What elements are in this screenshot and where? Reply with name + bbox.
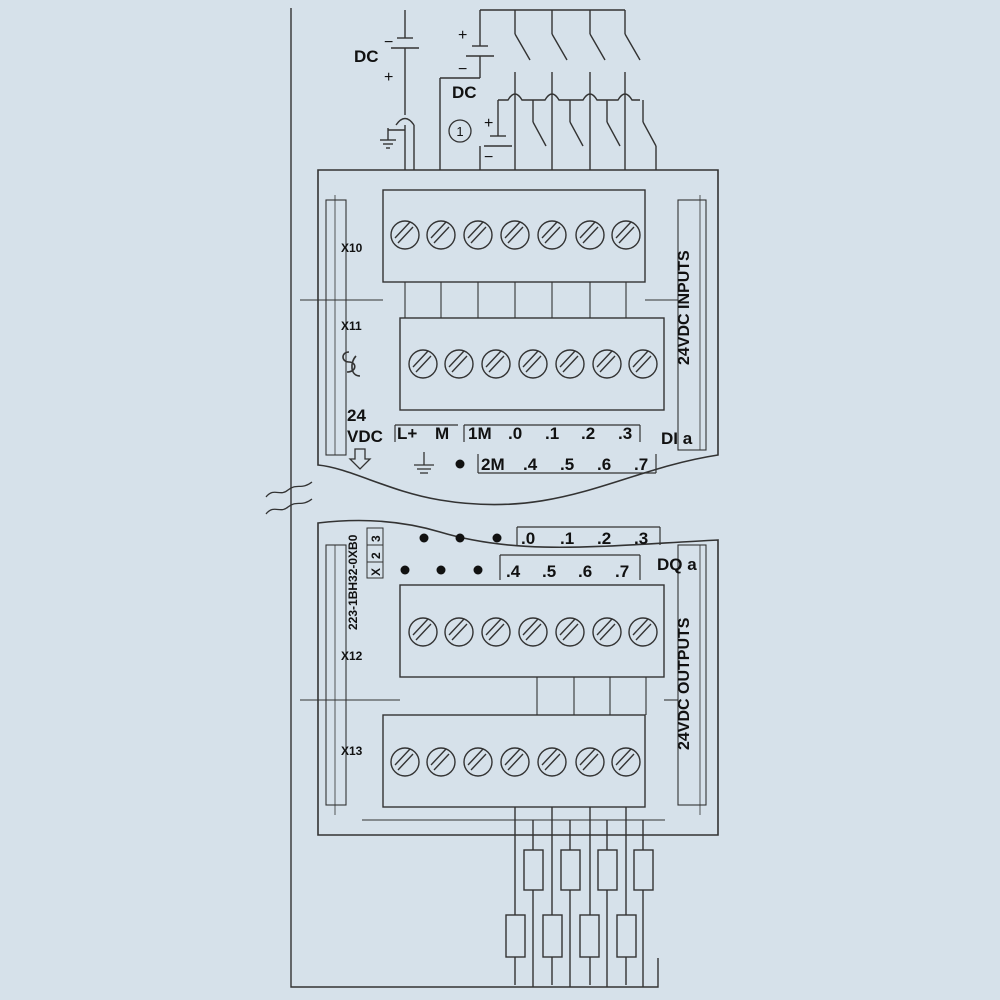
terminal-label: .7 (615, 562, 629, 581)
connector-label-x13: X13 (341, 744, 363, 758)
load-resistor (542, 914, 563, 958)
terminal-label: .2 (597, 529, 611, 548)
ground-icon (414, 452, 434, 474)
module-upper: X10 X11 24 VDC 24VDC INPUTS L+ M 1M (300, 169, 719, 506)
note-marker-number: 1 (456, 124, 463, 139)
connector-label-x11: X11 (341, 319, 362, 333)
terminal-label: .1 (545, 424, 559, 443)
terminal-label: .4 (506, 562, 521, 581)
di-label-row1-frame (394, 424, 657, 474)
manufacturer-logo-icon (342, 351, 361, 377)
outputs-title: 24VDC OUTPUTS (676, 617, 693, 750)
terminal-block-x11 (399, 317, 665, 411)
terminal-screws-x12 (408, 617, 658, 647)
terminal-label: .0 (521, 529, 535, 548)
dc-inputs-plus: + (458, 27, 467, 44)
terminal-block-x12 (399, 584, 665, 678)
terminal-label: L+ (397, 424, 417, 443)
connector-label-x10: X10 (341, 241, 363, 255)
di-group-label: DI a (661, 429, 693, 448)
supply-voltage-unit: VDC (347, 427, 383, 446)
output-loads (505, 807, 654, 987)
slot-code-x: X (369, 568, 383, 576)
load-resistor (523, 849, 544, 891)
dq-group-label: DQ a (657, 555, 697, 574)
module-lower: 223-1BH32-0XB0 X 2 3 .0 (300, 519, 719, 836)
terminal-label: .5 (542, 562, 556, 581)
unused-terminal-dot (455, 459, 465, 469)
connector-label-x12: X12 (341, 649, 363, 663)
slot-code: X 2 3 (366, 527, 384, 579)
terminal-label: .3 (634, 529, 648, 548)
dc-supply-minus: − (384, 34, 393, 51)
supply-arrow-icon (348, 448, 372, 470)
dq-row1-labels: .0 .1 .2 .3 (521, 529, 648, 548)
dc-inputs2-minus: − (484, 149, 493, 166)
load-resistor (633, 849, 654, 891)
load-resistor (579, 914, 600, 958)
di-row1-labels: L+ M 1M .0 .1 .2 .3 (397, 424, 632, 443)
note-marker (448, 119, 472, 143)
terminal-block-x13 (382, 714, 646, 808)
inputs-title: 24VDC INPUTS (676, 250, 693, 365)
dq-unused-dots (400, 533, 502, 575)
terminal-screws-x10 (390, 220, 641, 250)
terminal-block-x10 (382, 189, 646, 283)
supply-labels: DC − + + − DC + − 1 (354, 27, 493, 166)
terminal-label: .1 (560, 529, 574, 548)
internal-wiring-lower (300, 677, 678, 715)
terminal-label: 1M (468, 424, 492, 443)
dc-inputs-minus: − (458, 61, 467, 78)
terminal-label: .6 (597, 455, 611, 474)
terminal-label: .3 (618, 424, 632, 443)
terminal-label: .0 (508, 424, 522, 443)
load-resistor (505, 914, 526, 958)
dc-inputs-label: DC (452, 83, 477, 102)
dc-supply-plus: + (384, 69, 393, 86)
terminal-label: .5 (560, 455, 574, 474)
di-row2-labels: 2M .4 .5 .6 .7 (481, 455, 648, 474)
terminal-screws-x11 (408, 349, 658, 379)
internal-wiring-upper (300, 282, 678, 318)
dq-label-frame (499, 526, 661, 580)
load-resistor (597, 849, 618, 891)
return-rail (290, 8, 659, 988)
terminal-screws-x13 (390, 747, 641, 777)
dc-supply-label: DC (354, 47, 379, 66)
terminal-label: .4 (523, 455, 538, 474)
terminal-label: .2 (581, 424, 595, 443)
terminal-label: .6 (578, 562, 592, 581)
slot-code-2: 2 (369, 552, 383, 559)
terminal-label: 2M (481, 455, 505, 474)
break-symbol-icon (265, 481, 313, 515)
part-number: 223-1BH32-0XB0 (346, 534, 360, 630)
terminal-label: M (435, 424, 449, 443)
load-resistor (616, 914, 637, 958)
load-resistor (560, 849, 581, 891)
slot-code-3: 3 (369, 535, 383, 542)
terminal-label: .7 (634, 455, 648, 474)
supply-voltage: 24 (347, 406, 366, 425)
dq-row2-labels: .4 .5 .6 .7 (506, 562, 629, 581)
dc-inputs2-plus: + (484, 115, 493, 132)
